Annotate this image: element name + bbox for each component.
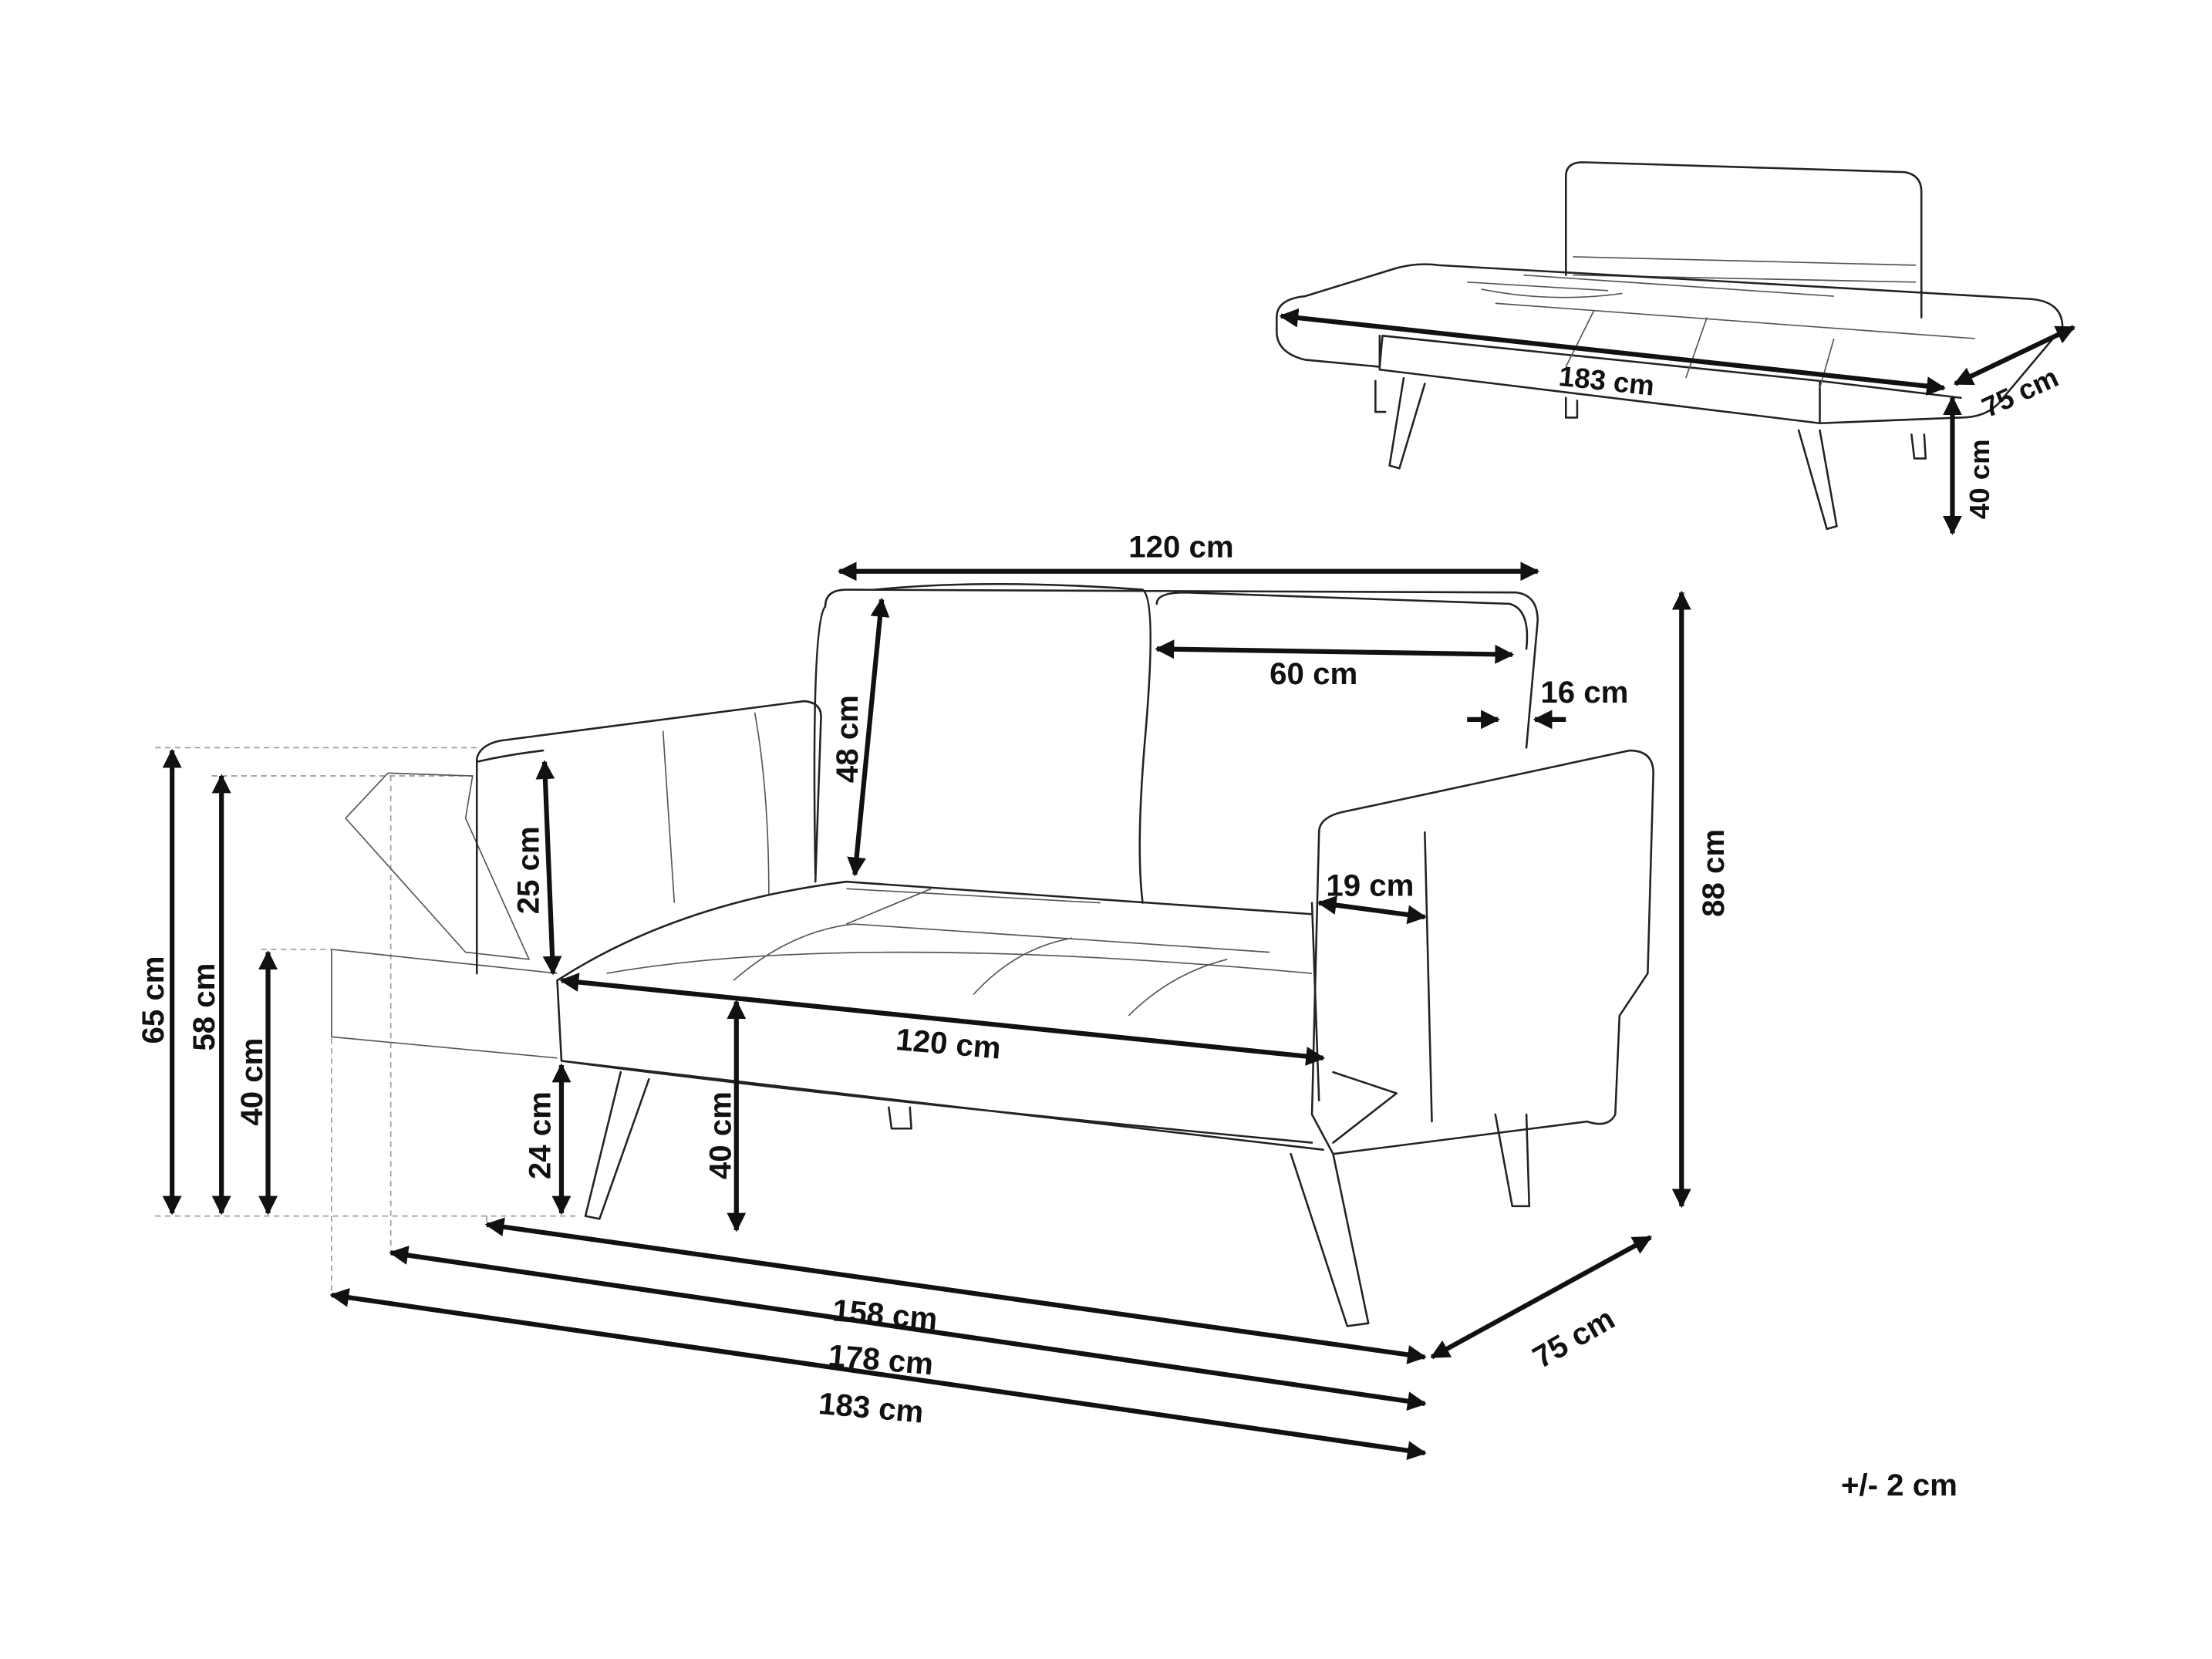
- bed-depth-arrow: [1953, 325, 2075, 386]
- seat-width-arrow: [559, 973, 1326, 1066]
- sofa-bed-illustration: [1276, 161, 2064, 531]
- armrest-width-arrow: [1317, 895, 1427, 925]
- armrest-width-label: 19 cm: [1326, 868, 1414, 902]
- seat-width-label: 120 cm: [895, 1022, 1003, 1066]
- armrest-height-label: 25 cm: [511, 826, 546, 914]
- seat-height-label: 40 cm: [703, 1091, 737, 1179]
- backrest-depth-label: 16 cm: [1540, 675, 1628, 710]
- backrest-height-label: 48 cm: [830, 695, 865, 783]
- backrest-height-arrow: [847, 597, 890, 877]
- width-flat-label: 183 cm: [817, 1386, 925, 1430]
- depth-arrow: [1430, 1235, 1653, 1360]
- armrest-top-height-label: 58 cm: [187, 963, 221, 1051]
- bed-depth-label: 75 cm: [1978, 361, 2063, 423]
- total-height-label: 88 cm: [1696, 829, 1731, 917]
- cushion-width-label: 60 cm: [1270, 656, 1357, 691]
- armrest-height-arrow: [535, 760, 562, 976]
- depth-label: 75 cm: [1527, 1301, 1620, 1375]
- sofa-illustration: [155, 582, 1654, 1327]
- reclined-armrest-height-label: 65 cm: [136, 956, 170, 1044]
- width-flat-arrow: [329, 1287, 1427, 1461]
- leg-height-label: 24 cm: [522, 1091, 557, 1179]
- lowered-armrest-height-label: 40 cm: [234, 1038, 269, 1126]
- backrest-width-label: 120 cm: [1128, 529, 1233, 564]
- bed-length-arrow: [1279, 308, 1946, 396]
- bed-height-label: 40 cm: [1964, 439, 1995, 519]
- cushion-width-arrow: [1155, 639, 1515, 664]
- bed-length-label: 183 cm: [1557, 360, 1656, 402]
- tolerance-note: +/- 2 cm: [1841, 1468, 1957, 1502]
